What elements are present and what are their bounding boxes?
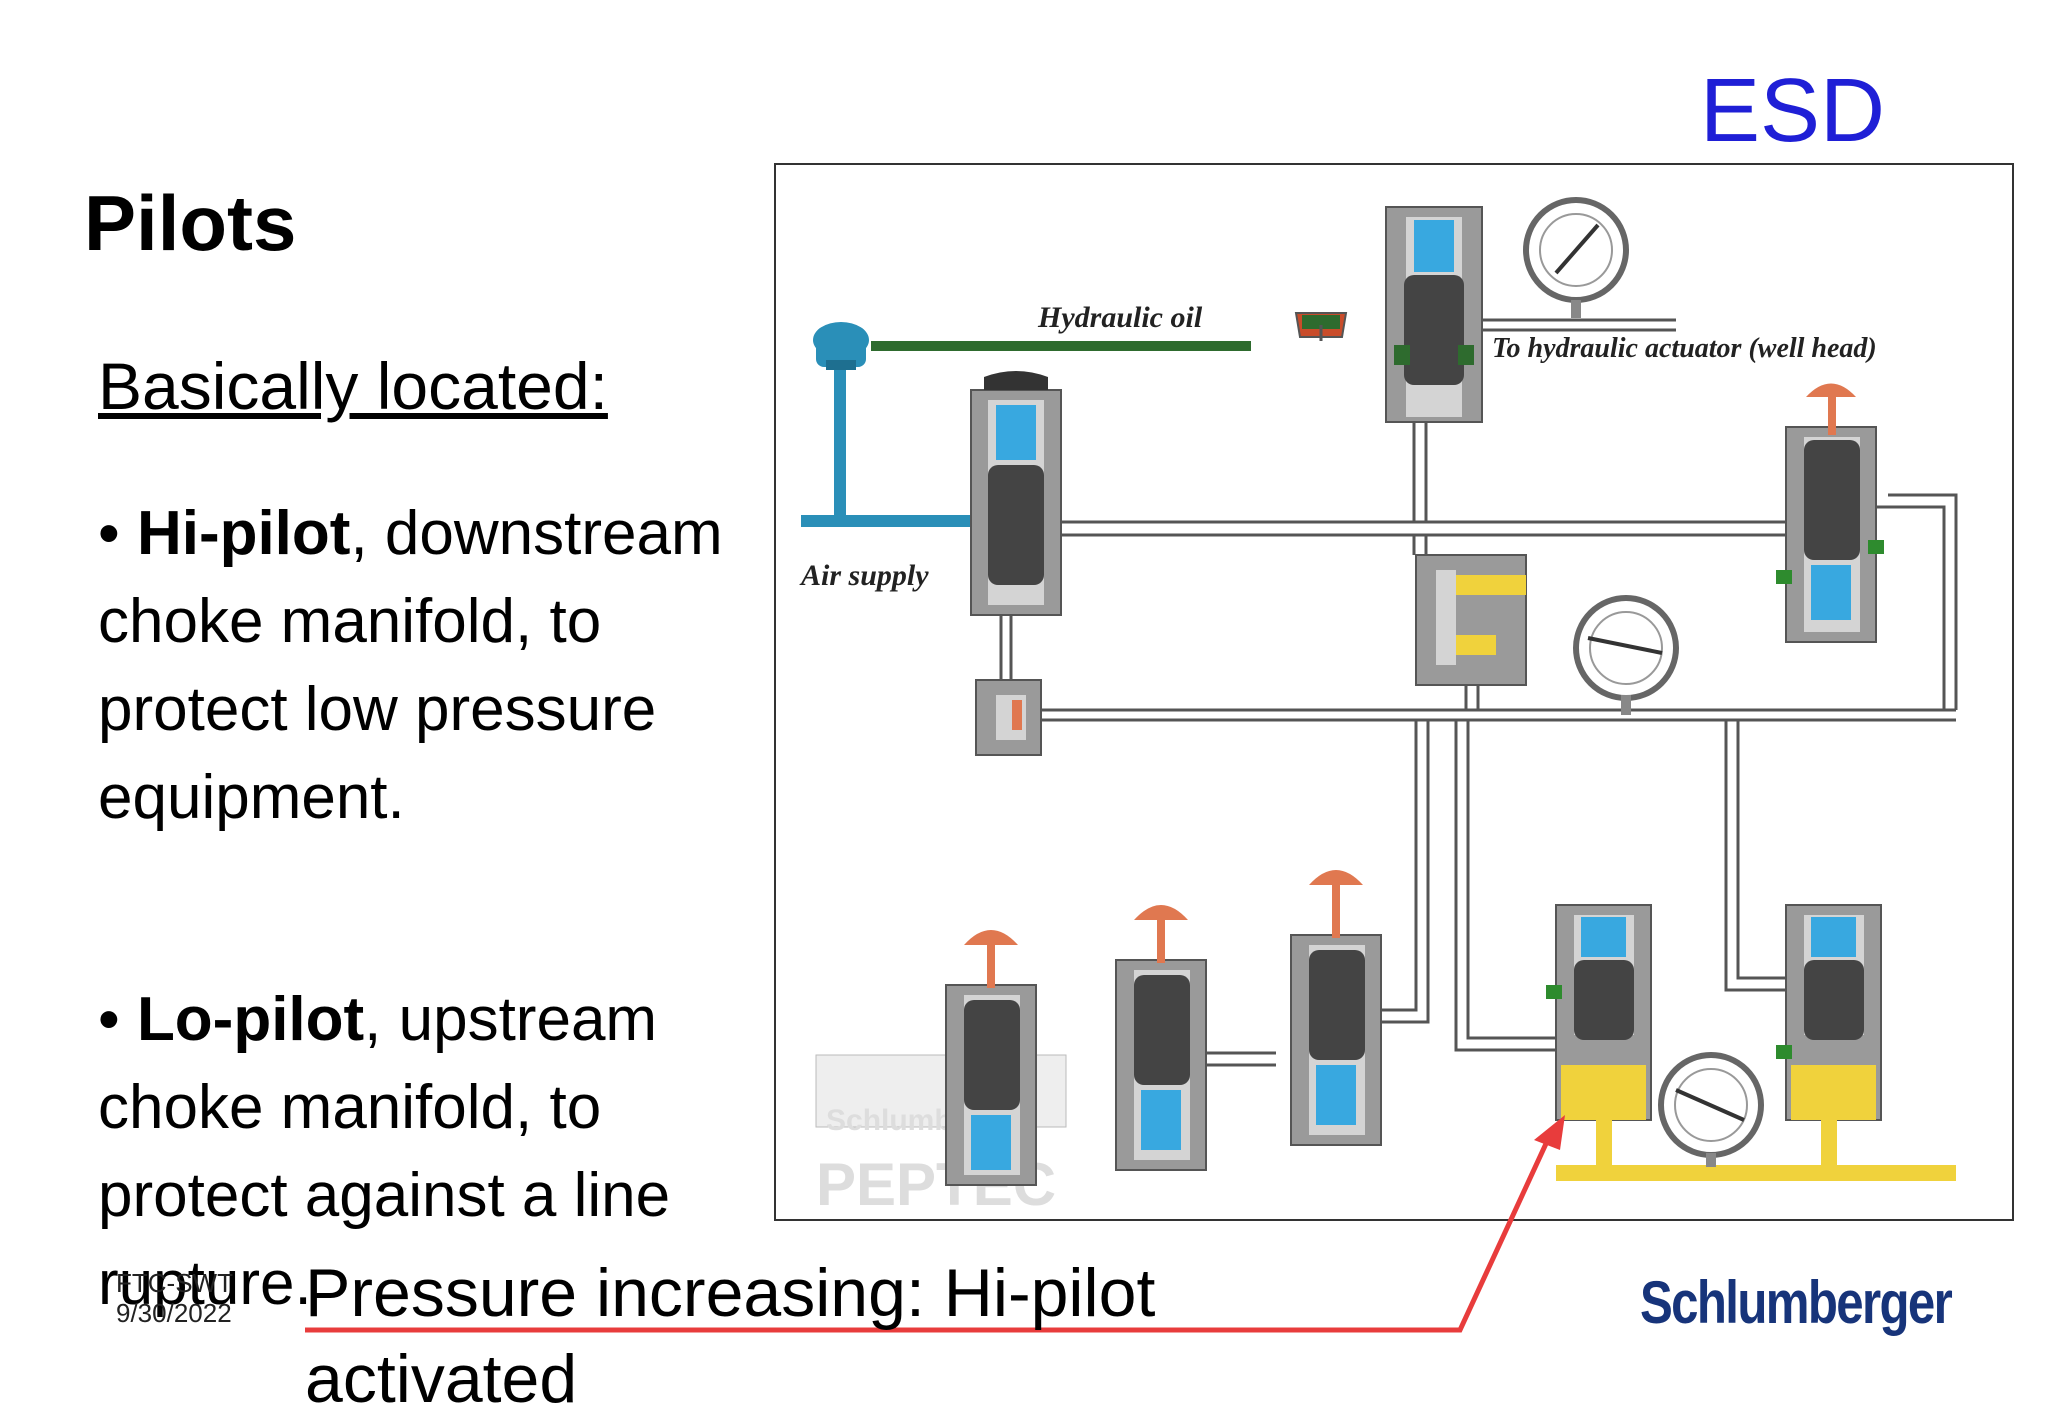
subtitle: Basically located: <box>98 349 608 423</box>
pressure-gauge-bottom <box>1658 1052 1764 1167</box>
company-logo: Schlumberger <box>1640 1269 1953 1336</box>
center-relay-valve <box>1415 554 1527 686</box>
process-line <box>1556 1165 1956 1181</box>
to-actuator-label: To hydraulic actuator (well head) <box>1492 333 1877 364</box>
bullet-hi-pilot: • Hi-pilot, downstream choke manifold, t… <box>98 499 723 832</box>
hydraulic-relay-valve <box>1385 206 1483 423</box>
lo-pilot-valve-1 <box>945 930 1037 1186</box>
pilot-valve-right-top <box>1776 383 1884 643</box>
air-supply-valve <box>970 371 1062 616</box>
footer-date: 9/30/2022 <box>116 1298 232 1328</box>
bullet-term: Hi-pilot <box>136 499 351 568</box>
pressure-gauge-center <box>1573 595 1679 715</box>
hi-pilot-valve-1 <box>1546 904 1652 1121</box>
hydraulic-line <box>871 341 1251 351</box>
air-supply-tank <box>813 322 869 370</box>
corner-label: ESD <box>1700 61 1886 161</box>
hi-pilot-valve-2 <box>1776 904 1882 1121</box>
exhaust-valve <box>975 679 1042 756</box>
air-supply-label: Air supply <box>799 559 929 592</box>
air-supply-line <box>801 515 971 527</box>
annotation-text: Pressure increasing: Hi-pilot activated <box>305 1255 1156 1417</box>
slide-title: Pilots <box>84 179 297 267</box>
bullet-text: , downstream choke manifold, to protect … <box>98 499 723 832</box>
lo-pilot-valve-2 <box>1115 905 1207 1171</box>
bullet-term: Lo-pilot <box>136 985 365 1054</box>
hydraulic-oil-label: Hydraulic oil <box>1037 301 1203 334</box>
pressure-gauge-top <box>1523 197 1629 318</box>
esd-schematic: Schlumberger PEPTEC Hydraulic oil Air su… <box>774 163 2014 1221</box>
footer-code: FTC-SWT <box>116 1268 233 1298</box>
lo-pilot-valve-3 <box>1290 870 1382 1146</box>
